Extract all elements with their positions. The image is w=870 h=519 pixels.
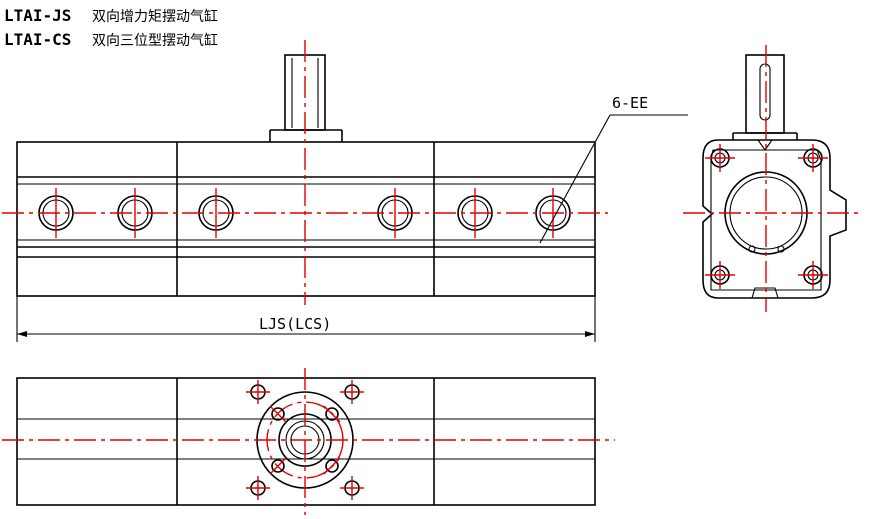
length-dimension: LJS(LCS) (16, 296, 596, 342)
front-body (16, 141, 596, 297)
top-flange-holes (271, 407, 339, 473)
title-1-code: LTAI-JS (4, 6, 71, 25)
top-centerlines (2, 368, 615, 515)
title-line-1: LTAI-JS 双向增力矩摆动气缸 (4, 6, 218, 25)
side-shaft (732, 54, 798, 151)
front-view: 6-EE LJS(LCS) (2, 40, 688, 342)
side-centerlines (683, 45, 858, 312)
front-centerlines (2, 40, 608, 305)
ports-label: 6-EE (612, 94, 648, 112)
front-shaft (269, 54, 343, 142)
top-body (16, 377, 596, 506)
ports-leader: 6-EE (539, 94, 688, 244)
length-label: LJS(LCS) (259, 315, 331, 333)
top-view (2, 368, 615, 515)
title-2-desc: 双向三位型摆动气缸 (92, 32, 218, 49)
title-line-2: LTAI-CS 双向三位型摆动气缸 (4, 30, 218, 49)
title-1-desc: 双向增力矩摆动气缸 (92, 8, 218, 25)
title-2-code: LTAI-CS (4, 30, 71, 49)
side-view (683, 45, 858, 312)
